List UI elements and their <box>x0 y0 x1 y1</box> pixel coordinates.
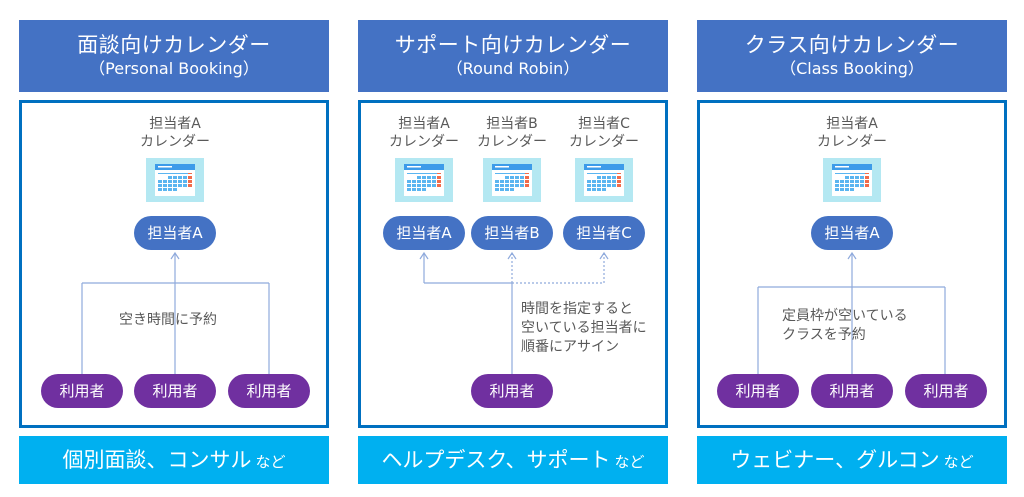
panel-title: 面談向けカレンダー <box>77 33 271 57</box>
use-case-banner: 個別面談、コンサルなど <box>19 436 329 484</box>
use-case-suffix: など <box>255 453 286 471</box>
calendar-label: 担当者B カレンダー <box>477 116 547 150</box>
diagram-box: 担当者A カレンダー 担当者A 担当者B <box>358 100 668 428</box>
diagram-box: 担当者A カレンダー 担当者A 定員枠が空 <box>697 100 1007 428</box>
use-case-banner: ウェビナー、グルコンなど <box>697 436 1007 484</box>
calendar-label: 担当者A カレンダー <box>817 116 887 150</box>
staff-pill: 担当者A <box>134 216 216 250</box>
panel-header: クラス向けカレンダー （Class Booking） <box>697 20 1007 92</box>
use-case-text: 個別面談、コンサル <box>62 448 252 472</box>
panel-subtitle: （Personal Booking） <box>89 59 259 78</box>
booking-note: 空き時間に予約 <box>119 312 217 328</box>
use-case-suffix: など <box>614 453 645 471</box>
calendar-icon <box>823 158 881 202</box>
calendar-icon <box>575 158 633 202</box>
use-case-banner: ヘルプデスク、サポートなど <box>358 436 668 484</box>
diagram-box: 担当者A カレンダー 担当者A 空き時間に予約 <box>19 100 329 428</box>
panel-subtitle: （Round Robin） <box>446 59 580 78</box>
panel-header: 面談向けカレンダー （Personal Booking） <box>19 20 329 92</box>
calendar-icon <box>146 158 204 202</box>
use-case-suffix: など <box>943 453 974 471</box>
user-pill: 利用者 <box>811 374 893 408</box>
booking-note: 時間を指定すると 空いている担当者に 順番にアサイン <box>521 301 647 355</box>
user-pill: 利用者 <box>471 374 553 408</box>
calendar-label: 担当者A カレンダー <box>140 116 210 150</box>
panel-header: サポート向けカレンダー （Round Robin） <box>358 20 668 92</box>
user-pill: 利用者 <box>134 374 216 408</box>
user-pill: 利用者 <box>717 374 799 408</box>
staff-pill: 担当者A <box>811 216 893 250</box>
panel-subtitle: （Class Booking） <box>780 59 924 78</box>
booking-note: 定員枠が空いている クラスを予約 <box>782 308 908 343</box>
panel-title: クラス向けカレンダー <box>744 33 960 57</box>
calendar-icon <box>483 158 541 202</box>
user-pill: 利用者 <box>41 374 123 408</box>
staff-pill: 担当者A <box>383 216 465 250</box>
panel-title: サポート向けカレンダー <box>394 33 632 57</box>
calendar-label: 担当者C カレンダー <box>569 116 639 150</box>
staff-pill: 担当者B <box>471 216 553 250</box>
use-case-text: ウェビナー、グルコン <box>730 448 940 472</box>
panel-round-robin: サポート向けカレンダー （Round Robin） 担当者A カレンダー <box>358 0 668 497</box>
panel-personal-booking: 面談向けカレンダー （Personal Booking） 担当者A カレンダー <box>19 0 329 497</box>
use-case-text: ヘルプデスク、サポート <box>381 448 611 472</box>
calendar-label: 担当者A カレンダー <box>389 116 459 150</box>
calendar-icon <box>395 158 453 202</box>
staff-pill: 担当者C <box>563 216 645 250</box>
user-pill: 利用者 <box>228 374 310 408</box>
user-pill: 利用者 <box>905 374 987 408</box>
panel-class-booking: クラス向けカレンダー （Class Booking） 担当者A カレンダー <box>697 0 1007 497</box>
